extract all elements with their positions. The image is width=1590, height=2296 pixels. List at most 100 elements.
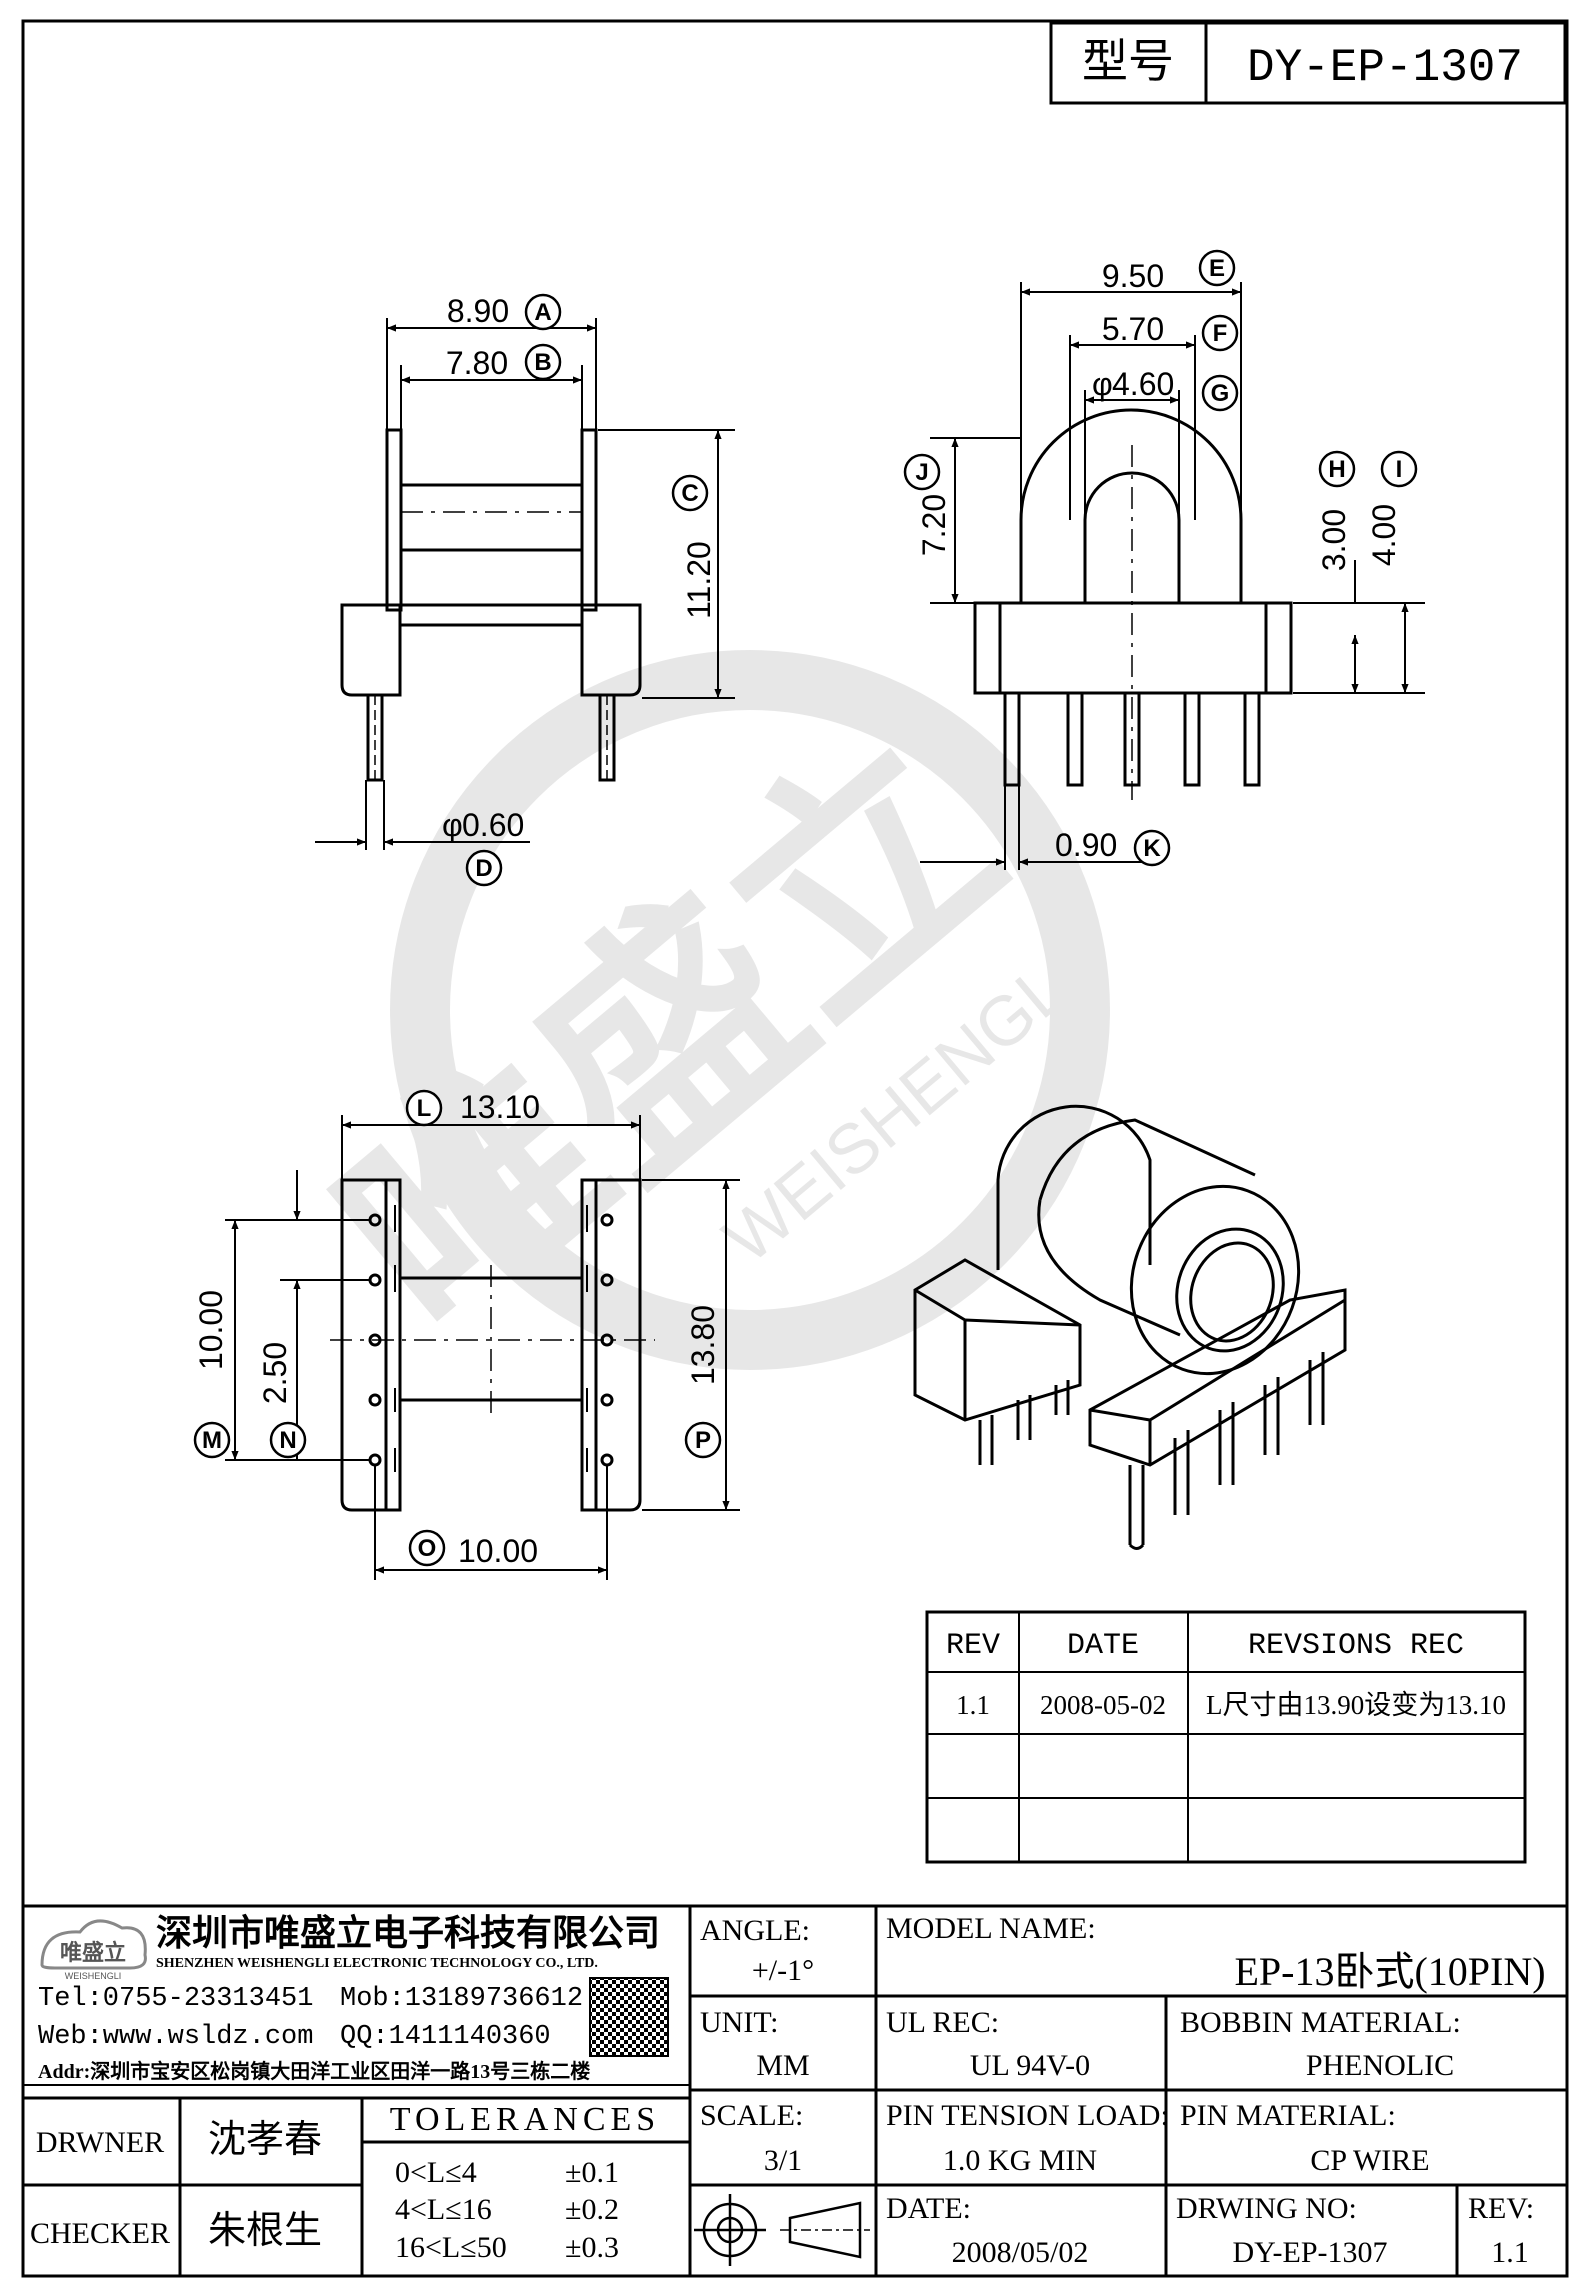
rev-row-1-date: 2008-05-02 [1040,1690,1166,1720]
tolerance-range-2: 4<L≤16 [395,2193,492,2226]
side-view-dims [920,282,1425,870]
dim-callout-circle-a [524,293,562,331]
company-name-en: SHENZHEN WEISHENGLI ELECTRONIC TECHNOLOG… [156,1956,598,1971]
pin-material-label: PIN MATERIAL: [1180,2099,1396,2132]
dim-callout-circle-e [1198,249,1236,287]
tolerances-title: TOLERANCES [390,2101,660,2138]
dim-callout-letter-e: E [1209,255,1225,282]
ul-rec-value: UL 94V-0 [970,2049,1090,2082]
drawner-name: 沈孝春 [208,2119,322,2161]
dim-value-i: 4.00 [1366,504,1402,566]
dim-callout-letter-d: D [475,855,492,882]
rev-row-1-rev: 1.1 [956,1690,990,1720]
dim-value-b: 7.80 [446,345,508,381]
drwing-no-value: DY-EP-1307 [1233,2236,1388,2269]
rev-value: 1.1 [1491,2236,1529,2269]
front-view-dims [315,318,735,850]
company-web: Web:www.wsldz.com [38,2022,313,2052]
rev-label: REV: [1468,2192,1534,2225]
top-view-dim-values: 13.10 10.00 2.50 13.80 10.00 [193,1089,721,1569]
company-tel: Tel:0755-23313451 [38,1984,313,2014]
dim-callout-circle-k [1133,829,1171,867]
dim-callout-letter-l: L [417,1095,432,1122]
company-qq: QQ:1411140360 [340,2022,551,2052]
projection-symbol-icon [694,2194,870,2266]
dim-callout-circle-o [408,1529,446,1567]
pin-material-value: CP WIRE [1310,2144,1429,2177]
dim-value-j: 7.20 [916,494,952,556]
dim-callout-circle-f [1201,314,1239,352]
drwing-no-label: DRWING NO: [1176,2192,1357,2225]
front-view-dim-values: 8.90 7.80 11.20 φ 0.60 [442,293,717,843]
pin-tension-value: 1.0 KG MIN [943,2144,1097,2177]
model-number: DY-EP-1307 [1247,42,1523,94]
tolerance-value-3: ±0.3 [565,2231,619,2264]
title-block [23,1904,1567,2276]
model-label: 型号 [1082,35,1174,87]
top-view-dims [225,1115,740,1580]
model-number-box: 型号 DY-EP-1307 [1049,21,1567,105]
scale-label: SCALE: [700,2099,803,2132]
dim-callout-letter-n: N [279,1427,296,1454]
tolerance-value-2: ±0.2 [565,2193,619,2226]
dim-callout-circle-i [1380,450,1418,488]
company-name-cn: 深圳市唯盛立电子科技有限公司 [156,1913,660,1953]
company-info: 唯盛立 WEISHENGLI 深圳市唯盛立电子科技有限公司 SHENZHEN W… [38,1913,669,2083]
dim-callout-circle-c [671,474,709,512]
dim-callout-letter-a: A [534,299,551,326]
logo-cn: 唯盛立 [60,1940,126,1965]
tolerance-range-1: 0<L≤4 [395,2156,477,2189]
checker-label: CHECKER [30,2217,170,2250]
dim-value-d: 0.60 [462,807,524,843]
tolerance-range-3: 16<L≤50 [395,2231,507,2264]
dim-value-l: 13.10 [460,1089,540,1125]
ul-rec-label: UL REC: [886,2006,999,2039]
dim-value-f: 5.70 [1102,311,1164,347]
side-view [973,408,1293,800]
dim-callout-circle-h [1318,450,1356,488]
dim-callout-letter-f: F [1213,320,1228,347]
dim-callout-letter-b: B [534,349,551,376]
date-label: DATE: [886,2192,971,2225]
diameter-symbol: φ [1092,366,1113,402]
front-view [340,428,642,782]
side-view-dim-values: 9.50 5.70 φ 4.60 7.20 3.00 4.00 0.90 [916,258,1402,863]
dim-value-p: 13.80 [685,1305,721,1385]
drawner-label: DRWNER [36,2126,164,2159]
dim-callout-letter-c: C [681,480,698,507]
tolerance-value-1: ±0.1 [565,2156,619,2189]
date-value: 2008/05/02 [952,2236,1089,2269]
rev-header-date: DATE [1067,1629,1139,1663]
dim-value-e: 9.50 [1102,258,1164,294]
top-view [330,1178,655,1512]
checker-name: 朱根生 [208,2210,322,2252]
angle-label: ANGLE: [700,1914,810,1947]
specs: MODEL NAME: EP-13卧式(10PIN) UL REC: UL 94… [886,1912,1546,2269]
dim-callout-letter-g: G [1211,380,1230,407]
dim-value-k: 0.90 [1055,827,1117,863]
approvals: DRWNER 沈孝春 CHECKER 朱根生 TOLERANCES 0<L≤4 … [30,2101,660,2264]
unit-label: UNIT: [700,2006,779,2039]
isometric-view [913,1104,1347,1550]
dim-callout-letter-o: O [418,1535,437,1562]
dim-callout-circle-m [193,1421,231,1459]
dim-callout-circle-j [903,453,941,491]
dim-value-o: 10.00 [458,1533,538,1569]
dim-value-a: 8.90 [447,293,509,329]
model-name-label: MODEL NAME: [886,1912,1096,1945]
dim-value-m: 10.00 [193,1290,229,1370]
rev-header-rec: REVSIONS REC [1248,1629,1464,1663]
dim-callout-circle-n [269,1421,307,1459]
drawing-border [21,19,1569,2278]
revision-table: REV DATE REVSIONS REC 1.1 2008-05-02 L尺寸… [925,1610,1527,1864]
company-address: Addr:深圳市宝安区松岗镇大田洋工业区田洋一路13号三栋二楼 [38,2059,590,2083]
unit-value: MM [756,2049,809,2082]
dim-value-n: 2.50 [257,1342,293,1404]
diameter-symbol: φ [442,807,463,843]
dim-callout-letter-i: I [1396,456,1403,483]
angle-unit-scale: ANGLE: +/-1° UNIT: MM SCALE: 3/1 [700,1914,814,2177]
rev-header-rev: REV [946,1629,1000,1663]
dim-callout-circle-p [684,1421,722,1459]
